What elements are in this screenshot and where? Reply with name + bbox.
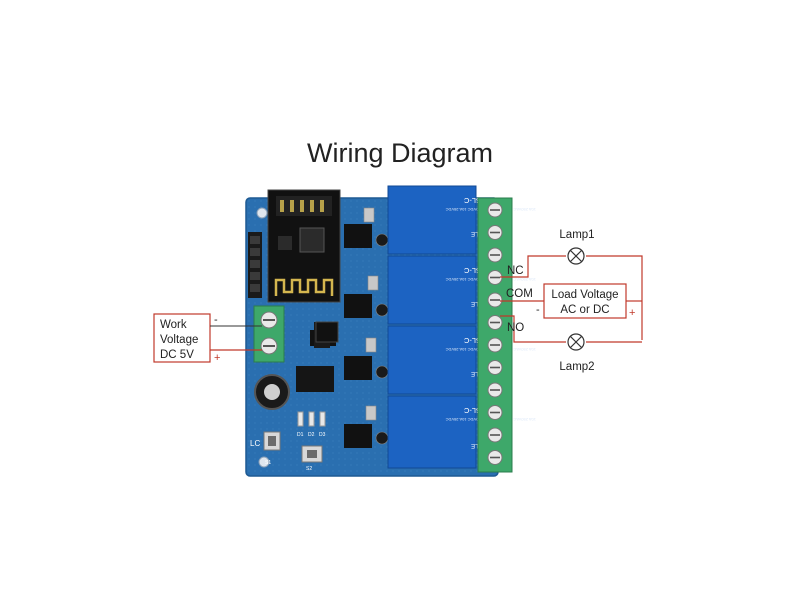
output-terminal-block [477,197,513,473]
load-voltage-line2: AC or DC [560,304,609,316]
load-plus-sign: + [629,307,635,319]
work-voltage-line1: Work [160,319,187,331]
relay-4: SRD-05VDC-SL-C 10A 250VAC 10A 125VAC 10A… [387,395,536,469]
board-label-s1: S1 [265,460,271,466]
board-label-s2: S2 [306,466,312,472]
capacitor [254,374,290,410]
load-voltage-line1: Load Voltage [551,289,618,301]
status-leds [297,411,326,427]
work-plus-sign: + [214,352,220,364]
lamp1-return-wire [586,255,643,340]
lamp1-icon [567,247,585,265]
jumper [315,321,339,343]
work-minus-sign: - [214,314,218,326]
esp-module [267,189,341,303]
mounting-holes [256,207,270,468]
board-label-d3: D3 [319,432,326,438]
label-com: COM [506,288,533,300]
lamp1-label: Lamp1 [559,229,594,241]
load-voltage-box [543,283,627,319]
work-voltage-line3: DC 5V [160,349,194,361]
load-minus-sign: - [536,304,540,316]
lamp2-icon [567,333,585,351]
label-nc: NC [507,265,524,277]
work-voltage-line2: Voltage [160,334,198,346]
board-label-d2: D2 [308,432,315,438]
relay-1: SRD-05VDC-SL-C 10A 250VAC 10A 125VAC 10A… [387,185,536,255]
board-label-lc: LC [250,439,260,448]
diagram-title: Wiring Diagram [306,138,494,168]
label-no: NO [507,322,524,334]
work-voltage-box [153,313,211,363]
nc-wire [500,255,566,278]
pin-header [248,232,262,298]
push-button-s2 [301,445,323,463]
lamp2-label: Lamp2 [559,361,594,373]
board-label-d1: D1 [297,432,304,438]
power-terminal-block [253,305,285,363]
no-wire [500,315,566,343]
push-button-s1 [263,431,281,451]
